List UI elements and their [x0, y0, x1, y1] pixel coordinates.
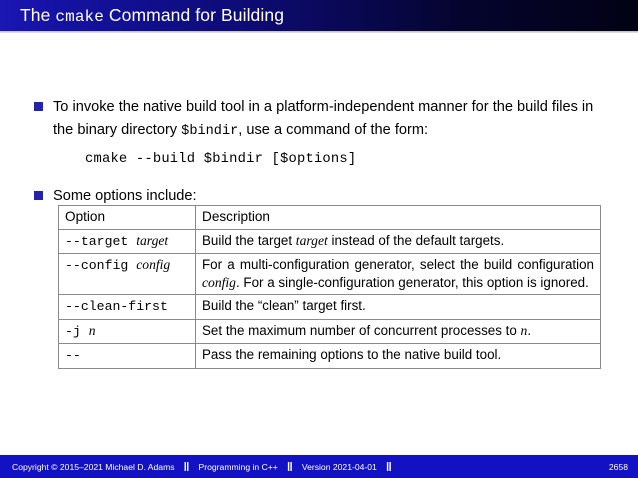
desc-ital: n: [520, 322, 528, 338]
bullet-1-seg2: , use a command of the form:: [238, 122, 429, 138]
title-text-part1: The: [20, 5, 56, 25]
bullet-item-2: Some options include:: [34, 185, 434, 208]
desc-pre: Pass the remaining options to the native…: [202, 347, 502, 362]
desc-ital: config: [202, 274, 236, 290]
desc-pre: Build the target: [202, 232, 296, 248]
desc-pre: Set the maximum number of concurrent pro…: [202, 322, 521, 338]
bullet-1-text: To invoke the native build tool in a pla…: [53, 96, 601, 143]
bullet-1-seg1: To invoke the native build tool in a pla…: [53, 99, 594, 138]
cmake-command-line: cmake --build $bindir [$options]: [85, 152, 357, 167]
footer-left-group: Copyright © 2015–2021 Michael D. Adams ‖…: [12, 461, 401, 473]
header-divider: [0, 31, 638, 33]
desc-post: . For a single-configuration generator, …: [235, 274, 589, 290]
cell-option: --target target: [58, 228, 196, 254]
column-header-option: Option: [58, 205, 196, 230]
footer-version: Version 2021-04-01: [301, 461, 377, 472]
cell-option: --: [58, 343, 196, 369]
option-arg: config: [136, 257, 171, 272]
desc-post: instead of the default targets.: [327, 232, 505, 248]
bullet-item-1: To invoke the native build tool in a pla…: [34, 96, 604, 143]
cell-description: Build the “clean” target first.: [195, 294, 601, 320]
table-row: --clean-first Build the “clean” target f…: [58, 294, 601, 320]
bullet-2-text: Some options include:: [53, 188, 197, 204]
table-row: --config config For a multi-configuratio…: [58, 253, 601, 295]
cell-description: For a multi-configuration generator, sel…: [195, 253, 601, 295]
bullet-1-code: $bindir: [181, 124, 239, 139]
cell-option: --clean-first: [58, 294, 196, 320]
footer-separator-icon: ‖: [385, 459, 392, 474]
cell-option: -j n: [58, 318, 196, 344]
footer-page-number: 2658: [608, 461, 628, 472]
option-arg: target: [136, 232, 169, 248]
footer-separator-icon: ‖: [286, 459, 293, 474]
footer-course: Programming in C++: [198, 461, 278, 472]
option-flag: --config: [65, 258, 137, 273]
desc-pre: For a multi-configuration generator, sel…: [202, 257, 594, 272]
bullet-square-icon: [34, 191, 43, 200]
cell-option: --config config: [58, 253, 196, 295]
table-row: -- Pass the remaining options to the nat…: [58, 343, 601, 369]
footer-separator-icon: ‖: [183, 459, 190, 474]
option-arg: n: [88, 322, 96, 338]
bullet-square-icon: [34, 102, 43, 111]
desc-pre: Build the “clean” target first.: [202, 298, 366, 313]
table-row: -j n Set the maximum number of concurren…: [58, 318, 601, 344]
option-flag: --target: [65, 233, 137, 249]
footer-copyright: Copyright © 2015–2021 Michael D. Adams: [12, 461, 175, 472]
desc-post: .: [527, 322, 532, 338]
table-header-row: Option Description: [58, 205, 601, 230]
cell-description: Build the target target instead of the d…: [195, 228, 601, 254]
title-text-mono: cmake: [55, 8, 104, 26]
page-title: The cmake Command for Building: [20, 5, 284, 26]
slide-content: To invoke the native build tool in a pla…: [0, 33, 638, 451]
options-table: Option Description --target target Build…: [58, 205, 601, 369]
cell-description: Pass the remaining options to the native…: [195, 343, 601, 369]
desc-ital: target: [295, 232, 328, 248]
option-flag: -j: [65, 323, 89, 339]
title-text-part2: Command for Building: [103, 5, 285, 25]
column-header-description: Description: [195, 205, 601, 230]
option-flag: --: [65, 348, 81, 363]
slide-header: The cmake Command for Building: [0, 0, 638, 31]
cell-description: Set the maximum number of concurrent pro…: [195, 318, 601, 344]
option-flag: --clean-first: [65, 299, 168, 314]
table-row: --target target Build the target target …: [58, 228, 601, 254]
slide-footer: Copyright © 2015–2021 Michael D. Adams ‖…: [0, 455, 638, 478]
